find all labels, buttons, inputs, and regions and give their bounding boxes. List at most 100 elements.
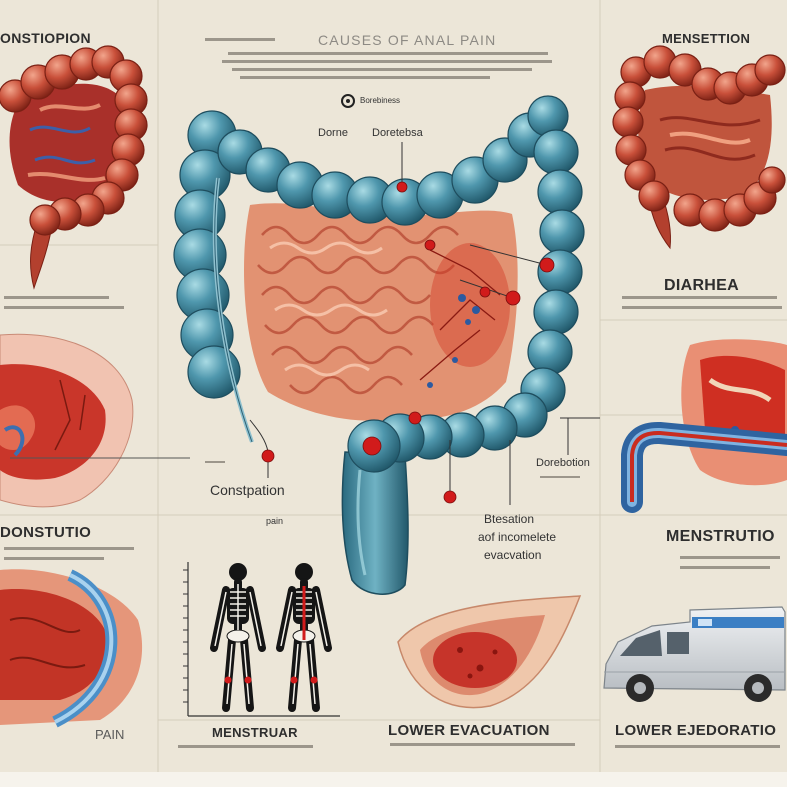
vessel-node <box>427 382 433 388</box>
colon-segment <box>758 166 786 194</box>
page-title: CAUSES OF ANAL PAIN <box>318 32 497 48</box>
colon-segments <box>612 45 786 232</box>
top-left-colon-illustration <box>0 45 148 290</box>
van-side-window <box>667 632 689 654</box>
inflamed-tissue <box>700 355 785 446</box>
colon-segment <box>638 180 670 212</box>
bottom-center-organ <box>397 595 582 709</box>
pain-marker <box>244 676 252 684</box>
intestine-loop <box>289 375 403 395</box>
vessel-node <box>472 306 480 314</box>
heading-top-right: MENSETTION <box>662 31 751 46</box>
colon-segment <box>537 249 583 295</box>
colon-segment <box>537 169 583 215</box>
pain-marker <box>290 676 298 684</box>
pain-markers <box>261 181 555 504</box>
heading-bottom-center: LOWER EVACUATION <box>388 722 550 739</box>
caption-line <box>4 296 109 299</box>
vein-streak <box>3 425 25 457</box>
top-right-colon-illustration <box>612 45 786 250</box>
inner-tube-edge <box>214 177 253 443</box>
caption-line <box>205 38 275 41</box>
caption-line <box>540 476 580 478</box>
caption-line <box>4 557 104 560</box>
muscle-tissue <box>0 589 107 700</box>
band-highlight <box>54 573 114 724</box>
vessel-node <box>465 319 471 325</box>
heading-bottom-left: PAIN <box>95 727 125 742</box>
leg-bone <box>309 643 316 705</box>
illegible-captions <box>4 38 782 748</box>
caption-line <box>205 461 225 463</box>
intestine-loop <box>261 225 459 245</box>
leader-line <box>249 419 269 453</box>
lesion-dots <box>457 647 498 679</box>
leader-line <box>469 244 548 266</box>
leg-bone <box>292 643 299 705</box>
caption-line <box>222 60 552 63</box>
tissue-fold <box>27 103 106 182</box>
right-middle-anatomy <box>621 339 787 513</box>
pain-marker <box>424 239 436 251</box>
tissue-highlight <box>669 131 751 145</box>
caption-line <box>622 296 777 299</box>
intestine-highlight <box>274 303 388 317</box>
intestine-highlights <box>269 241 388 377</box>
heading-top-left: ONSTIOPION <box>0 30 91 46</box>
copyright-dot <box>346 99 350 103</box>
van-hub-front <box>634 682 646 694</box>
caption-line <box>622 306 782 309</box>
skeleton-panel <box>183 562 340 717</box>
vessel-node <box>452 357 458 363</box>
colon-segment <box>29 204 61 236</box>
pain-marker <box>505 290 521 306</box>
axis-ticks <box>183 569 188 703</box>
colon-segment <box>533 129 579 175</box>
intestine-highlight <box>269 241 383 255</box>
tissue-fold <box>659 116 761 161</box>
pain-marker <box>443 490 457 504</box>
arm-bone <box>280 591 293 647</box>
vessel-node <box>458 294 466 302</box>
colon-segment <box>754 54 786 86</box>
vein-streak <box>29 125 96 165</box>
label-constipation: Constpation <box>210 482 285 498</box>
lesion-dot <box>492 649 498 655</box>
vessels <box>54 379 86 451</box>
inner-tissue <box>638 85 772 200</box>
note-line-3: evacvation <box>484 548 542 562</box>
leg-bone <box>243 643 250 705</box>
caption-line <box>390 743 575 746</box>
pain-marker <box>539 257 555 273</box>
colon-tail <box>30 219 53 290</box>
tissue-highlight <box>708 377 772 403</box>
skull <box>229 563 247 581</box>
lesion-dot <box>476 664 484 672</box>
caption-line <box>240 76 490 79</box>
caption-line <box>680 556 780 559</box>
muscle-fibers <box>9 617 86 669</box>
heading-bottom-right: LOWER EJEDORATIO <box>615 722 777 739</box>
inflamed-core <box>433 632 517 688</box>
leader-lines <box>249 142 600 505</box>
intestine-highlight <box>284 363 370 377</box>
center-colon-illustration <box>173 95 585 595</box>
skeleton-figure <box>276 563 332 712</box>
pain-marker <box>479 286 491 298</box>
colon-segment <box>539 209 585 255</box>
van-stripe-badge <box>698 619 712 626</box>
caption-line <box>4 547 134 550</box>
left-bottom-anatomy <box>0 569 143 728</box>
note-line-2: aof incomelete <box>478 530 557 544</box>
skull <box>295 563 313 581</box>
copyright-circle-icon <box>341 94 355 108</box>
caption-line <box>178 745 313 748</box>
arm-bone <box>315 591 328 647</box>
inflamed-area <box>430 243 510 367</box>
van-illustration <box>603 606 786 702</box>
lesion-dot <box>457 647 463 653</box>
heading-right-lower: MENSTRUTIO <box>666 528 775 545</box>
intestine-loop <box>271 345 413 365</box>
caption-line <box>228 52 548 55</box>
